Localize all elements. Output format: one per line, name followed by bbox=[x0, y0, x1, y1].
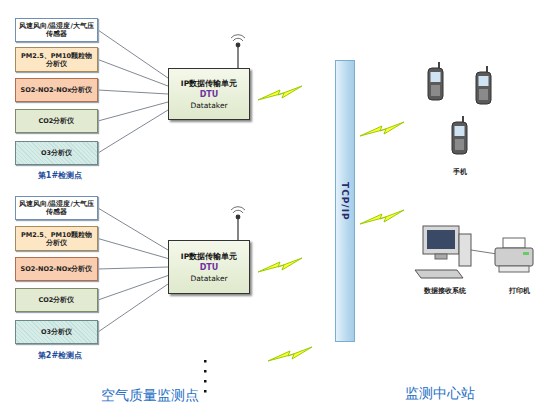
node-text: Datataker bbox=[190, 273, 227, 284]
phone-icon bbox=[428, 62, 443, 100]
node-text: DTU bbox=[200, 89, 219, 100]
connector-line bbox=[98, 90, 168, 94]
analyzer-box: CO2分析仪 bbox=[15, 109, 98, 133]
group-label: 第1#检测点 bbox=[18, 170, 102, 182]
node-text: IP数据传输单元 bbox=[181, 78, 237, 89]
wireless-bolt bbox=[360, 210, 404, 224]
dtu-unit-box: IP数据传输单元DTUDatataker bbox=[168, 240, 250, 294]
analyzer-box: PM2.5、PM10颗粒物分析仪 bbox=[15, 226, 98, 251]
connector-line bbox=[98, 276, 168, 301]
printer-icon bbox=[495, 238, 533, 272]
connector-line bbox=[98, 267, 168, 269]
section-title: 空气质量监测点 bbox=[70, 385, 230, 405]
analyzer-box: SO2-NO2-NOx分析仪 bbox=[15, 257, 98, 281]
sensor-box: 风速风向/温湿度/大气压传感器 bbox=[15, 196, 98, 220]
node-text: SO2-NO2-NOx分析仪 bbox=[19, 265, 95, 273]
connector-line bbox=[98, 239, 168, 259]
analyzer-box: SO2-NO2-NOx分析仪 bbox=[15, 78, 98, 102]
node-text: 风速风向/温湿度/大气压传感器 bbox=[16, 200, 97, 216]
node-text: 风速风向/温湿度/大气压传感器 bbox=[16, 22, 97, 38]
device-label: 打印机 bbox=[497, 285, 541, 297]
connector-line bbox=[98, 102, 168, 121]
device-label: 数据接收系统 bbox=[405, 285, 485, 297]
node-text: DTU bbox=[200, 262, 219, 273]
node-text: TCP/IP bbox=[340, 182, 350, 221]
node-text: O3分析仪 bbox=[39, 149, 74, 157]
group-label: 第2#检测点 bbox=[18, 350, 102, 362]
continuation-dots bbox=[204, 360, 207, 393]
wireless-bolt bbox=[268, 347, 312, 361]
wireless-bolt bbox=[258, 86, 302, 100]
connector-line bbox=[98, 110, 168, 153]
dtu-unit-box: IP数据传输单元DTUDatataker bbox=[168, 68, 250, 120]
computer-icon bbox=[415, 226, 471, 278]
connector-line bbox=[98, 30, 168, 78]
node-text: PM2.5、PM10颗粒物分析仪 bbox=[16, 231, 97, 247]
node-text: SO2-NO2-NOx分析仪 bbox=[19, 86, 95, 94]
wireless-bolt bbox=[360, 122, 404, 136]
analyzer-box: CO2分析仪 bbox=[15, 288, 98, 312]
section-title: 监测中心站 bbox=[380, 383, 500, 403]
node-text: PM2.5、PM10颗粒物分析仪 bbox=[16, 52, 97, 68]
antenna-symbol bbox=[231, 207, 245, 240]
phone-icon bbox=[476, 66, 491, 104]
node-text: Datataker bbox=[190, 100, 227, 111]
wireless-bolt bbox=[258, 258, 302, 272]
connector-line bbox=[98, 208, 168, 250]
analyzer-box: PM2.5、PM10颗粒物分析仪 bbox=[15, 47, 98, 72]
network-band: TCP/IP bbox=[335, 60, 355, 342]
phone-icon bbox=[452, 116, 467, 154]
sensor-box: 风速风向/温湿度/大气压传感器 bbox=[15, 18, 98, 42]
antenna-symbol bbox=[231, 35, 245, 68]
node-text: IP数据传输单元 bbox=[181, 251, 237, 262]
node-text: CO2分析仪 bbox=[37, 117, 77, 125]
analyzer-box: O3分析仪 bbox=[15, 141, 98, 165]
printer-cable bbox=[471, 250, 497, 254]
node-text: CO2分析仪 bbox=[37, 296, 77, 304]
connector-line bbox=[98, 60, 168, 87]
node-text: O3分析仪 bbox=[39, 328, 74, 336]
device-label: 手机 bbox=[440, 166, 480, 178]
connector-line bbox=[98, 284, 168, 332]
analyzer-box: O3分析仪 bbox=[15, 320, 98, 344]
